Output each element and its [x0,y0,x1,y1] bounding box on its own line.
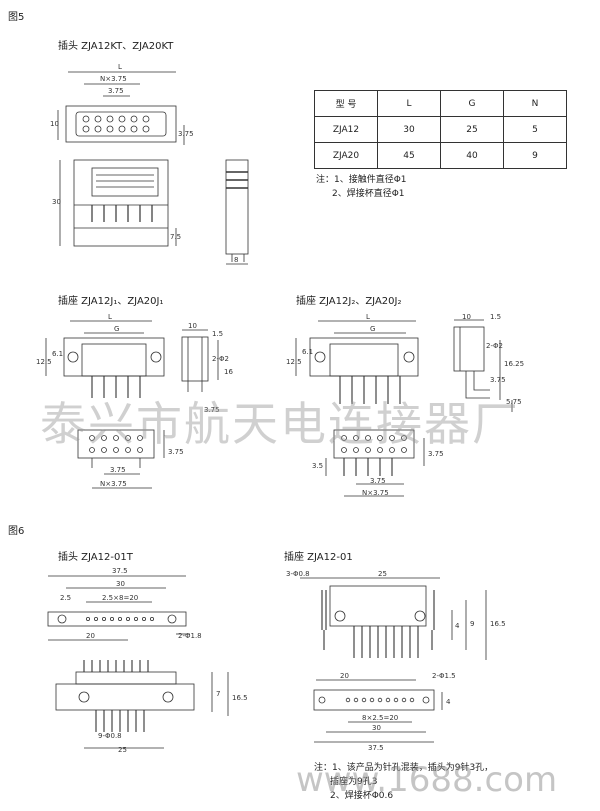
dim-j2-10: 10 [462,313,471,321]
table-cell: 5 [503,116,567,143]
fig5-title: 图5 [8,12,25,23]
dim-f6s-30: 30 [372,724,381,732]
dim-j2-n375: N×3.75 [362,489,389,497]
dim-f6s-phi15: 2-Φ1.5 [432,672,456,680]
dim-plug-L: L [118,63,122,71]
dim-f6p-25b: 25 [118,746,127,754]
dim-j2-375v: 3.75 [428,450,444,458]
dim-f6s-4b: 4 [446,698,451,706]
dim-j1-10: 10 [188,322,197,330]
table-cell: 9 [503,142,567,169]
table-cell: ZJA12 [314,116,378,143]
watermark-company: 泰兴市航天电连接器厂 [40,397,520,451]
table-header-row: 型 号 L G N [314,90,567,117]
fig5-socket-j1-title: 插座 ZJA12J₁、ZJA20J₁ [58,296,164,307]
table-cell: ZJA20 [314,142,378,169]
dim-j2-375b: 3.75 [370,477,386,485]
fig6-socket-title: 插座 ZJA12-01 [284,552,353,563]
fig5-note-1: 注：1、接触件直径Φ1 [316,175,407,185]
dim-f6s-20: 20 [340,672,349,680]
dim-f6p-phi08: 9-Φ0.8 [98,732,122,740]
fig6-plug-title: 插头 ZJA12-01T [58,552,133,563]
dim-j1-n375: N×3.75 [100,480,127,488]
dim-j2-35: 3.5 [312,462,324,470]
dim-j1-375v: 3.75 [168,448,184,456]
dim-j2-125: 12.5 [286,358,302,366]
dim-j1-L: L [108,313,112,321]
dim-f6p-20: 20 [86,632,95,640]
dim-f6p-25: 2.5 [60,594,72,602]
dim-plug-10: 10 [50,120,59,128]
fig5-plug-title: 插头 ZJA12KT、ZJA20KT [58,41,174,52]
dim-j2-phi2: 2-Φ2 [486,342,503,350]
dim-plug-n375: N×3.75 [100,75,127,83]
dim-f6s-4: 4 [455,622,460,630]
dim-plug-75: 7.5 [170,233,182,241]
fig5-socket-j2-title: 插座 ZJA12J₂、ZJA20J₂ [296,296,402,307]
dim-f6s-phi08: 3-Φ0.8 [286,570,310,578]
watermark-site: www.1688.com [296,760,558,800]
dim-j2-15: 1.5 [490,313,502,321]
table-cell: 30 [377,116,441,143]
dim-j1-16: 16 [224,368,233,376]
dim-f6s-375: 37.5 [368,744,384,752]
dim-plug-8: 8 [234,256,239,264]
dim-f6s-165: 16.5 [490,620,506,628]
dim-f6p-phi18: 2-Φ1.8 [178,632,202,640]
table-cell: 25 [440,116,504,143]
dim-f6p-165: 16.5 [232,694,248,702]
table-header: N [503,90,567,117]
dim-j1-375: 3.75 [204,406,220,414]
table-header: L [377,90,441,117]
dim-j2-L: L [366,313,370,321]
table-row: ZJA20 45 40 9 [314,142,567,169]
table-cell: 45 [377,142,441,169]
table-row: ZJA12 30 25 5 [314,116,567,143]
table-header: G [440,90,504,117]
spec-table: 型 号 L G N ZJA12 30 25 5 ZJA20 45 40 9 [314,90,567,169]
dim-f6p-25x8: 2.5×8=20 [102,594,139,602]
fig5-note-2: 2、焊接杯直径Φ1 [332,189,405,199]
table-cell: 40 [440,142,504,169]
dim-plug-30: 30 [52,198,61,206]
dim-j2-575: 5.75 [506,398,522,406]
dim-j2-G: G [370,325,376,333]
dim-plug-375: 3.75 [108,87,124,95]
table-header: 型 号 [314,90,378,117]
fig6-note-1: 注：1、该产品为针孔混装，插头为9针3孔， [314,763,494,773]
dim-j1-G: G [114,325,120,333]
dim-j1-phi2: 2-Φ2 [212,355,229,363]
dim-plug-375v: 3.75 [178,130,194,138]
fig6-title: 图6 [8,526,25,537]
dim-j1-375b: 3.75 [110,466,126,474]
dim-f6p-7: 7 [216,690,221,698]
dim-f6s-8x25: 8×2.5=20 [362,714,399,722]
fig6-note-1b: 插座为9孔3 [330,777,378,787]
dim-j2-61: 6.1 [302,348,314,356]
dim-f6p-375: 37.5 [112,567,128,575]
dim-j1-61: 6.1 [52,350,64,358]
dim-f6s-9: 9 [470,620,475,628]
dim-j1-125: 12.5 [36,358,52,366]
dim-f6p-30: 30 [116,580,125,588]
dim-j2-375: 3.75 [490,376,506,384]
fig6-note-2: 2、焊接杯Φ0.6 [330,791,394,801]
dim-f6s-25: 25 [378,570,387,578]
dim-j2-1625: 16.25 [504,360,525,368]
dim-j1-15: 1.5 [212,330,224,338]
